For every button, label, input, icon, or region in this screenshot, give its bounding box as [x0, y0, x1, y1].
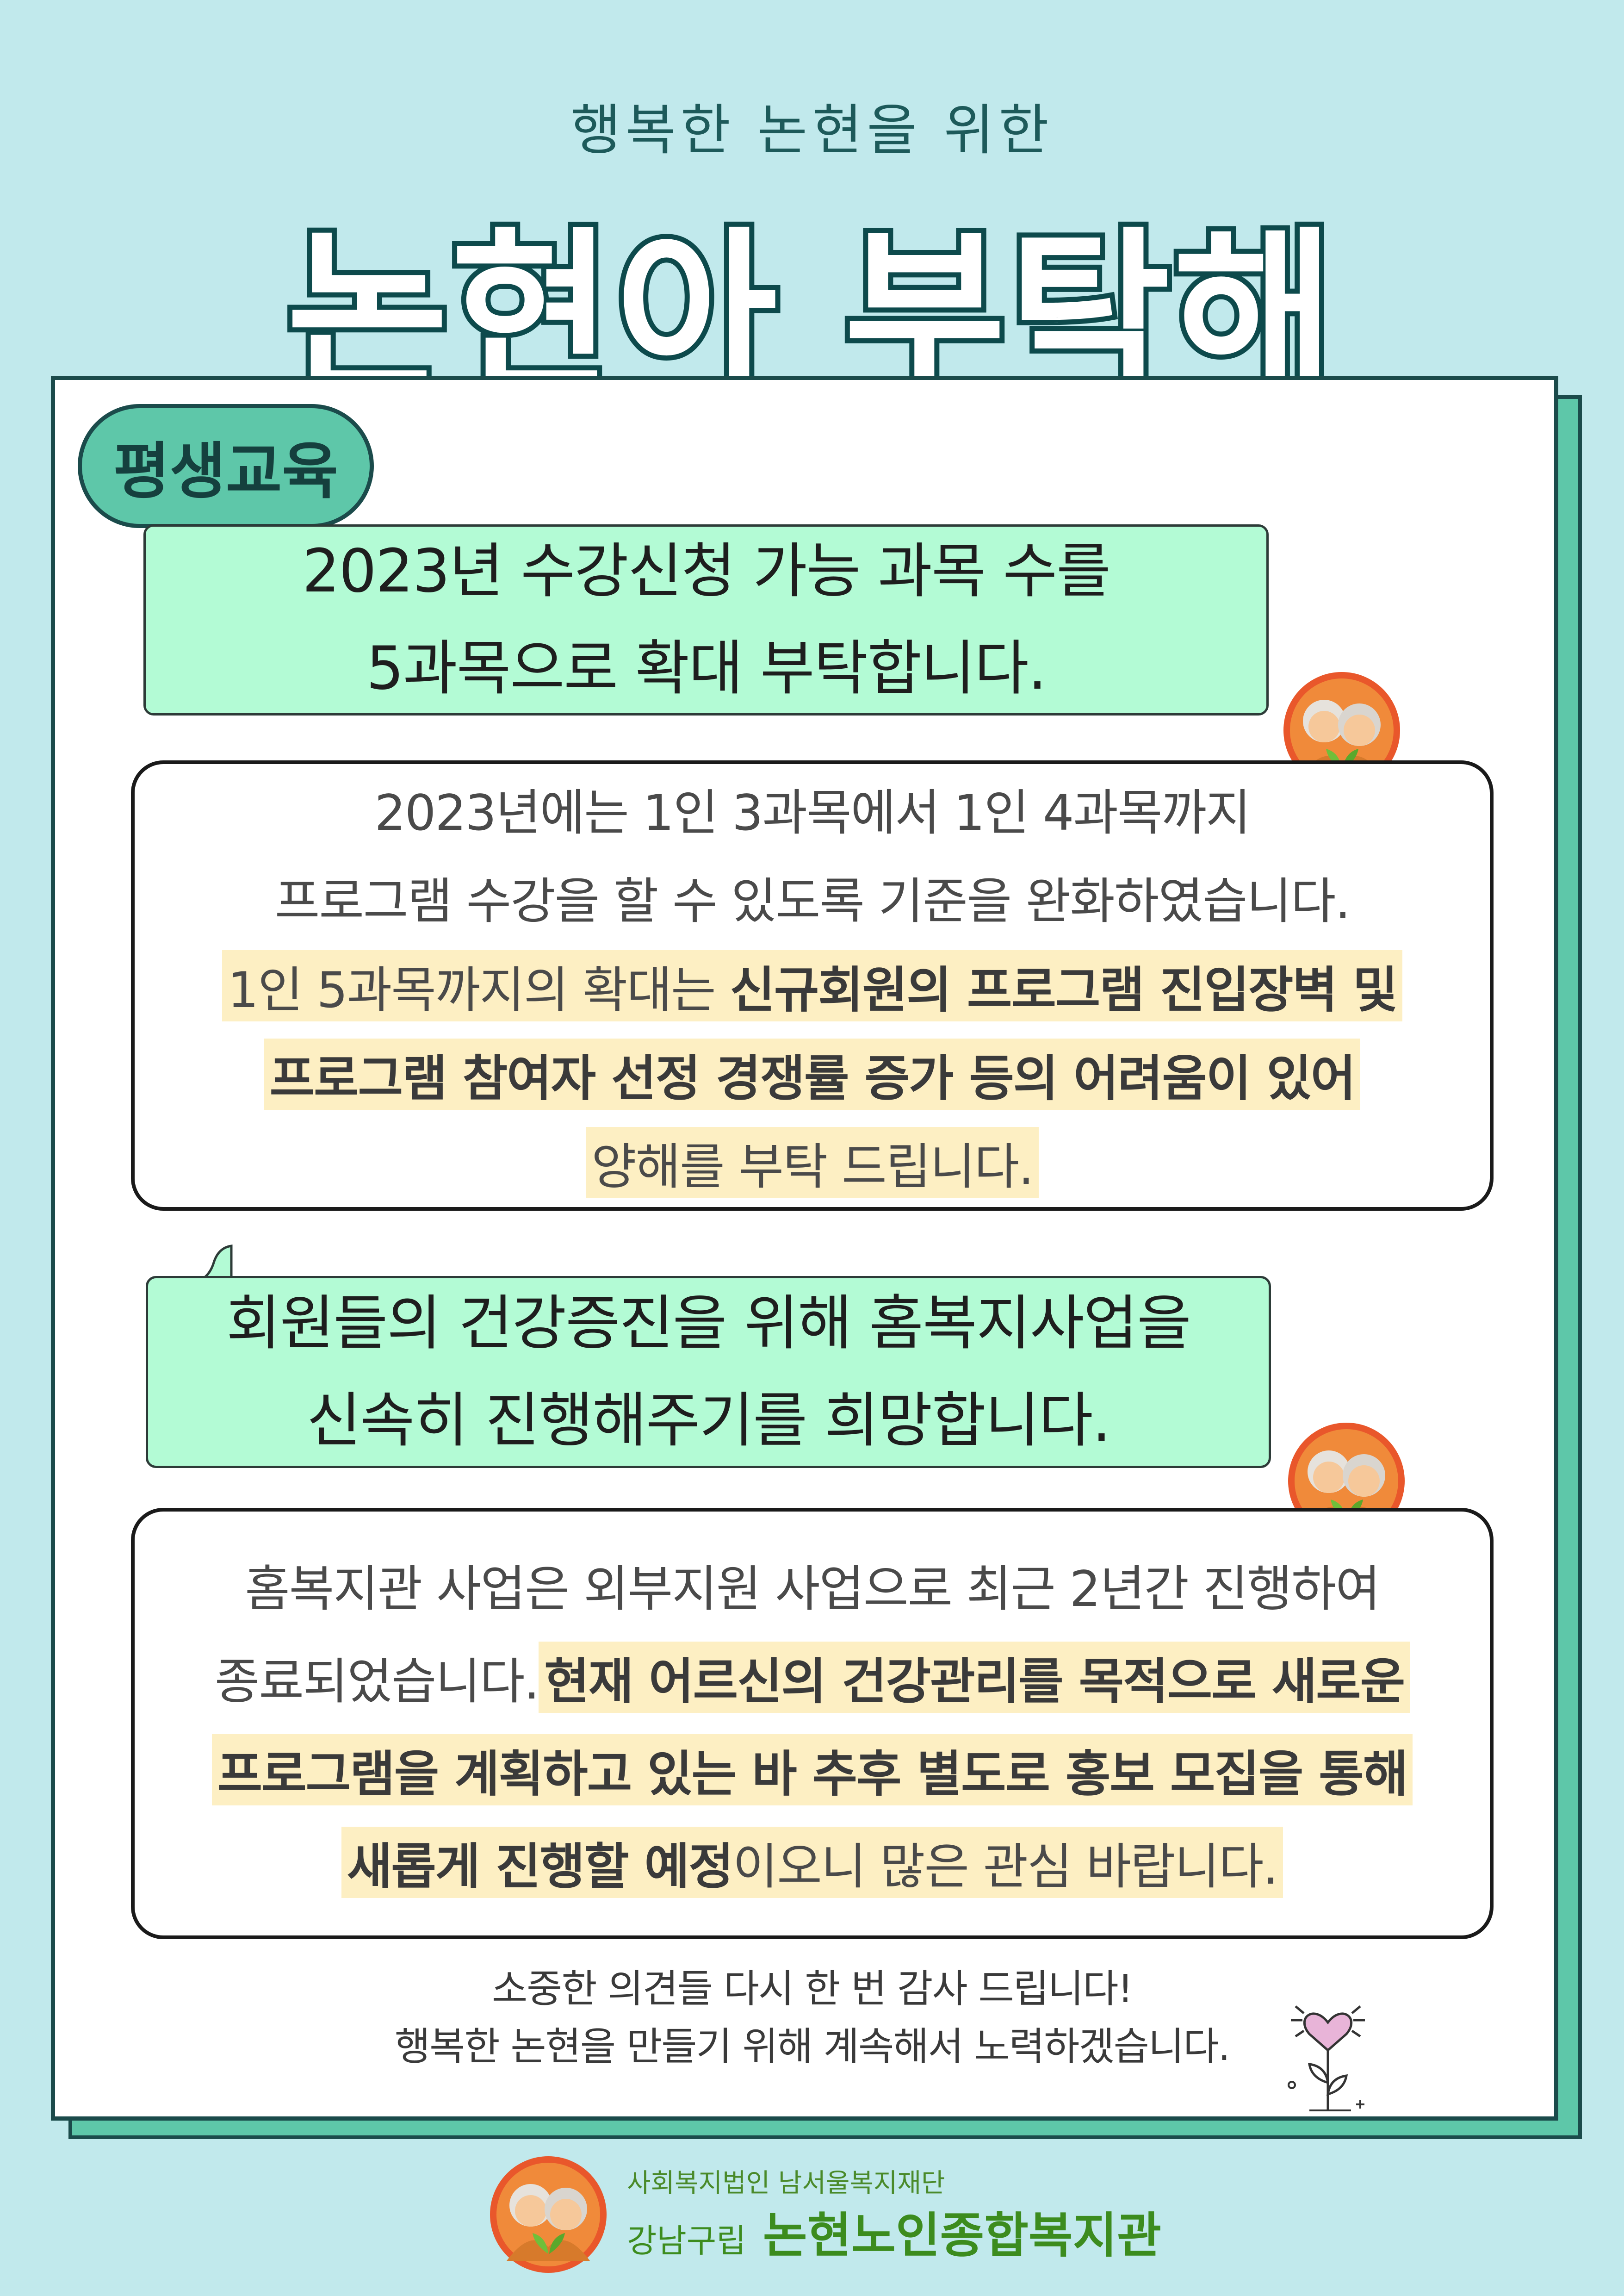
- page-subtitle: 행복한 논현을 위한: [570, 98, 1054, 162]
- answer-text: 양해를 부탁 드립니다.: [586, 1127, 1039, 1199]
- request-box-1: 2023년 수강신청 가능 과목 수를 5과목으로 확대 부탁합니다.: [143, 524, 1269, 716]
- footer-center-name: 강남구립 논현노인종합복지관: [627, 2196, 1161, 2266]
- closing-line: 소중한 의견들 다시 한 번 감사 드립니다!: [491, 1966, 1133, 2011]
- answer-line: 1인 5과목까지의 확대는 신규회원의 프로그램 진입장벽 및: [222, 941, 1403, 1030]
- request-line: 회원들의 건강증진을 위해 홈복지사업을: [226, 1288, 1191, 1358]
- category-badge: 평생교육: [78, 404, 374, 528]
- request-line: 2023년 수강신청 가능 과목 수를: [302, 536, 1111, 606]
- footer-org: 사회복지법인 남서울복지재단: [627, 2168, 945, 2198]
- answer-line: 프로그램 수강을 할 수 있도록 기준을 완화하였습니다.: [274, 873, 1351, 930]
- answer-box-1: 2023년에는 1인 3과목에서 1인 4과목까지 프로그램 수강을 할 수 있…: [131, 760, 1494, 1211]
- answer-emphasis: 신규회원의 프로그램 진입장벽 및: [730, 961, 1398, 1019]
- answer-text: 이오니 많은 관심 바랍니다.: [732, 1838, 1278, 1895]
- answer-line: 프로그램을 계획하고 있는 바 추후 별도로 홍보 모집을 통해: [211, 1724, 1413, 1816]
- answer-emphasis: 현재 어르신의 건강관리를 목적으로 새로운: [539, 1642, 1410, 1713]
- elderly-couple-icon: [490, 2156, 607, 2273]
- request-line: 5과목으로 확대 부탁합니다.: [366, 634, 1047, 703]
- answer-line: 종료되었습니다. 현재 어르신의 건강관리를 목적으로 새로운: [215, 1631, 1410, 1724]
- answer-line: 2023년에는 1인 3과목에서 1인 4과목까지: [374, 784, 1251, 841]
- answer-line: 양해를 부탁 드립니다.: [586, 1119, 1039, 1207]
- answer-text: 종료되었습니다.: [214, 1653, 539, 1710]
- closing-line: 행복한 논현을 만들기 위해 계속해서 노력하겠습니다.: [394, 2024, 1230, 2069]
- footer-prefix: 강남구립: [627, 2222, 746, 2260]
- answer-emphasis: 프로그램 참여자 선정 경쟁률 증가 등의 어려움이 있어: [264, 1038, 1361, 1110]
- answer-line: 새롭게 진행할 예정이오니 많은 관심 바랍니다.: [341, 1816, 1283, 1909]
- answer-emphasis: 새롭게 진행할 예정: [347, 1838, 734, 1895]
- heart-flower-icon: [1288, 2005, 1365, 2111]
- answer-text: 1인 5과목까지의 확대는: [227, 961, 730, 1019]
- request-line: 신속히 진행해주기를 희망합니다.: [306, 1386, 1111, 1455]
- answer-emphasis: 프로그램을 계획하고 있는 바 추후 별도로 홍보 모집을 통해: [211, 1734, 1413, 1805]
- answer-box-2: 홈복지관 사업은 외부지원 사업으로 최근 2년간 진행하여 종료되었습니다. …: [131, 1508, 1494, 1939]
- footer-name: 논현노인종합복지관: [762, 2207, 1161, 2264]
- answer-line: 홈복지관 사업은 외부지원 사업으로 최근 2년간 진행하여: [245, 1561, 1381, 1618]
- closing-message: 소중한 의견들 다시 한 번 감사 드립니다! 행복한 논현을 만들기 위해 계…: [0, 1960, 1624, 2076]
- request-box-2: 회원들의 건강증진을 위해 홈복지사업을 신속히 진행해주기를 희망합니다.: [146, 1276, 1271, 1468]
- answer-line: 프로그램 참여자 선정 경쟁률 증가 등의 어려움이 있어: [264, 1030, 1361, 1118]
